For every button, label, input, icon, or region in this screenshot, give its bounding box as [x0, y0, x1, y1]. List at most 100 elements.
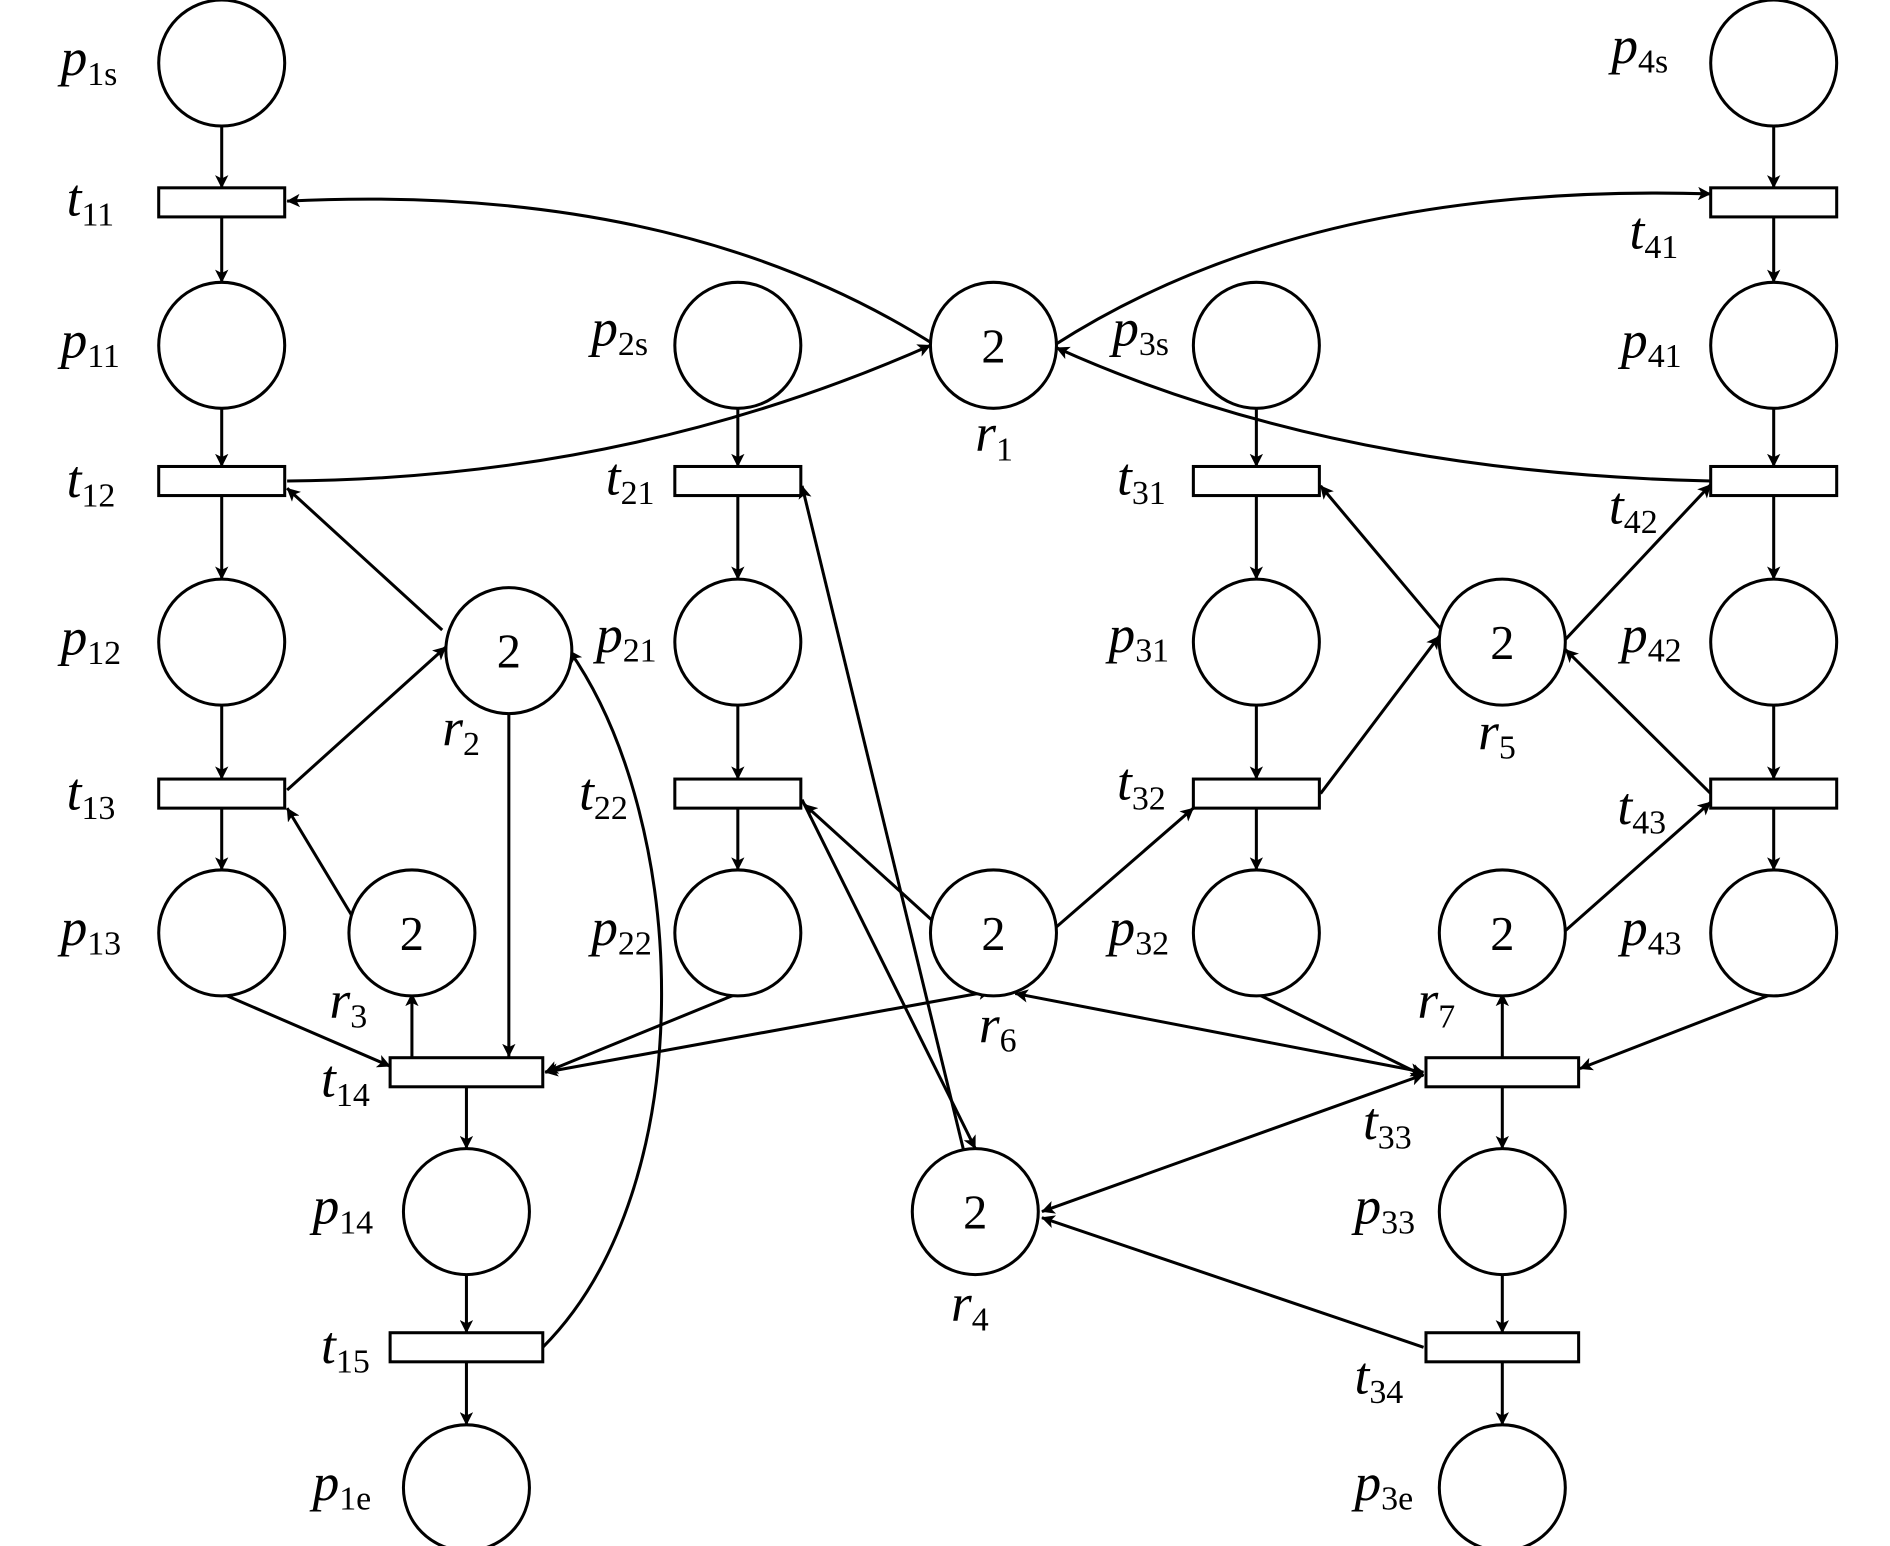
- place-p13-label: p13: [57, 898, 122, 963]
- place-p13: [157, 868, 287, 998]
- arc-27: [544, 992, 739, 1074]
- place-p31-label: p31: [1105, 605, 1170, 670]
- transition-t13-label: t13: [67, 762, 116, 827]
- place-p3s: [1191, 280, 1321, 410]
- transition-t42-label: t42: [1609, 476, 1658, 541]
- place-p42: [1709, 577, 1839, 707]
- transition-t43: [1709, 777, 1839, 810]
- transition-t42: [1709, 464, 1839, 498]
- place-p12-label: p12: [57, 607, 122, 672]
- place-p22-label: p22: [587, 898, 652, 963]
- transition-t31: [1191, 464, 1321, 498]
- arc-28: [1255, 992, 1425, 1078]
- arc-31: [286, 645, 447, 792]
- token-count-r1: 2: [981, 320, 1005, 373]
- transition-t21: [673, 464, 803, 498]
- place-p11-label: p11: [57, 310, 120, 375]
- token-count-r2: 2: [497, 626, 521, 679]
- place-p42-label: p42: [1617, 605, 1682, 670]
- arc-44: [544, 986, 992, 1077]
- arc-37: [287, 343, 932, 483]
- transition-t22: [673, 777, 803, 810]
- resource-r5: [1437, 577, 1567, 707]
- resource-r4-label: r4: [951, 1274, 989, 1339]
- arc-40: [798, 485, 965, 1149]
- place-p2s-label: p2s: [587, 298, 648, 363]
- token-count-r4: 2: [963, 1187, 987, 1240]
- arc-52: [1561, 800, 1712, 935]
- resource-r3: [347, 868, 477, 998]
- transition-t12-label: t12: [67, 450, 116, 515]
- transition-t31-label: t31: [1117, 447, 1166, 512]
- arc-48: [1319, 484, 1443, 632]
- place-p14: [401, 1147, 531, 1277]
- place-p1e-label: p1e: [309, 1453, 372, 1518]
- resource-r7-label: r7: [1418, 971, 1456, 1036]
- transition-t15-label: t15: [321, 1316, 370, 1381]
- token-count-r3: 2: [400, 908, 424, 961]
- resource-r7: [1437, 868, 1567, 998]
- transition-t14-label: t14: [321, 1049, 370, 1114]
- token-count-r6: 2: [981, 908, 1005, 961]
- arc-32: [285, 807, 353, 916]
- resource-r1-label: r1: [975, 404, 1013, 469]
- place-p41: [1709, 280, 1839, 410]
- resource-r6: [928, 868, 1058, 998]
- transition-t14: [388, 1056, 545, 1089]
- place-p1s-label: p1s: [57, 28, 118, 93]
- resource-r3-label: r3: [330, 971, 368, 1036]
- arc-41: [800, 798, 977, 1150]
- place-p14-label: p14: [309, 1177, 374, 1242]
- token-count-r5: 2: [1490, 617, 1514, 670]
- place-p3s-label: p3s: [1108, 298, 1169, 363]
- place-p12: [157, 577, 287, 707]
- place-p43: [1709, 868, 1839, 998]
- resource-r1: [928, 280, 1058, 410]
- arc-38: [1053, 186, 1712, 347]
- place-p43-label: p43: [1617, 898, 1682, 963]
- place-p41-label: p41: [1617, 310, 1682, 375]
- place-p21-label: p21: [592, 605, 657, 670]
- arc-51: [1564, 648, 1712, 795]
- place-p33: [1437, 1147, 1567, 1277]
- arc-42: [803, 803, 937, 925]
- resource-r5-label: r5: [1478, 702, 1516, 767]
- transition-t32-label: t32: [1117, 753, 1166, 818]
- arc-45: [1014, 989, 1425, 1077]
- transition-t32: [1191, 777, 1321, 810]
- place-p11: [157, 280, 287, 410]
- place-p2s: [673, 280, 803, 410]
- arc-50: [1561, 483, 1712, 644]
- transition-t33-label: t33: [1363, 1092, 1412, 1157]
- token-count-r7: 2: [1490, 908, 1514, 961]
- transition-t33: [1424, 1056, 1581, 1089]
- place-p3e: [1437, 1423, 1567, 1546]
- transition-t21-label: t21: [606, 447, 655, 512]
- place-p1s: [157, 0, 287, 128]
- transition-t34: [1424, 1331, 1581, 1364]
- transition-t11-label: t11: [67, 169, 114, 234]
- resource-r4: [910, 1147, 1040, 1277]
- arc-43: [1055, 806, 1195, 929]
- resource-r2: [444, 586, 574, 716]
- arc-49: [1319, 635, 1441, 795]
- arc-35: [541, 649, 664, 1349]
- arc-46: [1041, 1072, 1425, 1214]
- transition-t12: [157, 464, 287, 498]
- transition-t22-label: t22: [579, 762, 628, 827]
- place-p21: [673, 577, 803, 707]
- place-p4s-label: p4s: [1607, 16, 1668, 81]
- place-p31: [1191, 577, 1321, 707]
- place-p32: [1191, 868, 1321, 998]
- transition-t41: [1709, 186, 1839, 219]
- arc-36: [286, 193, 937, 347]
- place-p1e: [401, 1423, 531, 1546]
- transition-t34-label: t34: [1355, 1346, 1404, 1411]
- place-p3e-label: p3e: [1351, 1453, 1414, 1518]
- resource-r2-label: r2: [442, 698, 480, 763]
- place-p4s: [1709, 0, 1839, 128]
- arc-29: [1579, 992, 1775, 1071]
- transition-t13: [157, 777, 287, 810]
- place-p22: [673, 868, 803, 998]
